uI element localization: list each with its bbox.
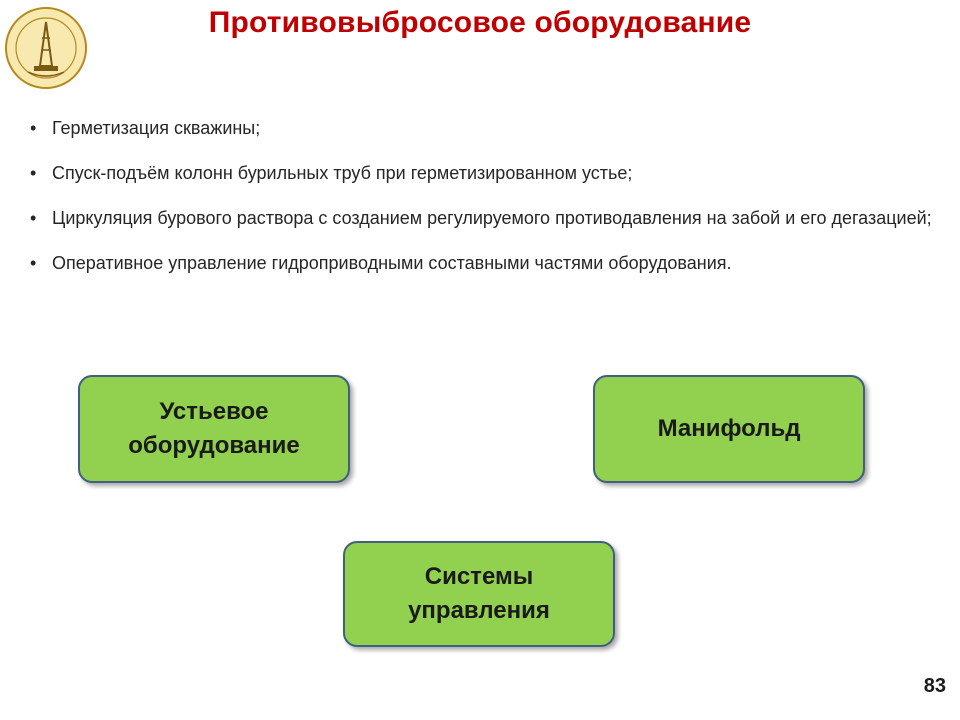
manifold-box: Манифольд xyxy=(593,375,865,483)
bullet-list: Герметизация скважины; Спуск-подъём коло… xyxy=(30,108,934,288)
list-item: Герметизация скважины; xyxy=(30,108,934,148)
box-label: Устьевое оборудование xyxy=(128,398,300,459)
wellhead-equipment-box: Устьевое оборудование xyxy=(78,375,350,483)
seal-logo xyxy=(5,7,87,89)
control-systems-box: Системы управления xyxy=(343,541,615,647)
list-item: Оперативное управление гидроприводными с… xyxy=(30,243,934,283)
page-number: 83 xyxy=(923,675,946,697)
box-label: Системы управления xyxy=(408,563,550,624)
box-label: Манифольд xyxy=(657,415,801,442)
list-item: Спуск-подъём колонн бурильных труб при г… xyxy=(30,153,934,193)
page-title: Противовыбросовое оборудование xyxy=(208,6,752,39)
list-item: Циркуляция бурового раствора с созданием… xyxy=(30,198,934,238)
